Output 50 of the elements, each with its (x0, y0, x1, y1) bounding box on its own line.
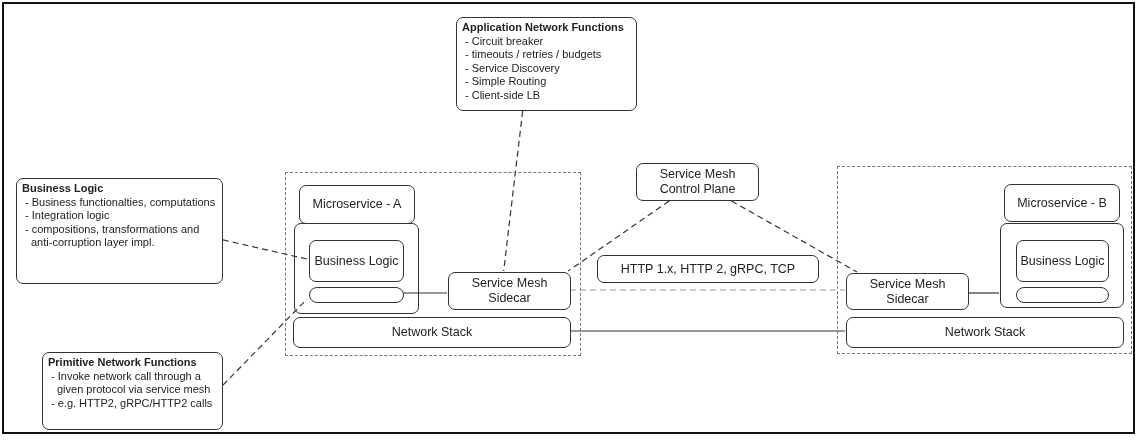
dashed-connector (569, 289, 846, 291)
dashed-connector (567, 200, 670, 272)
process-box (299, 185, 415, 224)
connector-line (401, 292, 448, 294)
callout-heading: Business Logic (22, 182, 105, 196)
process-box (293, 317, 571, 348)
bullet-item: - Invoke network call through a given protocol via service mesh (50, 369, 212, 397)
node-label: Service Mesh Control Plane (658, 167, 737, 197)
dashed-boundary-box (285, 172, 581, 356)
container-box (294, 223, 419, 314)
dashed-boundary-box (837, 166, 1132, 354)
bullet-item: - Client-side LB (464, 88, 542, 103)
callout-box (42, 352, 223, 430)
process-box (597, 255, 819, 283)
slot-box (309, 287, 404, 303)
process-box (1016, 240, 1109, 282)
node-label: Network Stack (391, 325, 473, 340)
connector-line (569, 330, 846, 332)
callout-heading: Primitive Network Functions (48, 356, 198, 370)
dashed-connector (222, 239, 308, 260)
process-box (846, 317, 1124, 348)
bullet-item: - Business functionalties, computations (24, 195, 217, 210)
bullet-item: - timeouts / retries / budgets (464, 48, 603, 62)
node-label: Service Mesh Sidecar (868, 276, 947, 307)
bullet-item: - Integration logic (24, 209, 111, 223)
bullet-item: - e.g. HTTP2, gRPC/HTTP2 calls (50, 396, 214, 411)
slot-box (1016, 287, 1109, 303)
callout-box (16, 178, 223, 284)
callout-box (456, 17, 637, 111)
bullet-item: - Circuit breaker (464, 34, 545, 49)
node-label: Business Logic (314, 253, 399, 269)
bullet-item: - compositions, transformations and anti-corruption layer impl. (24, 222, 201, 250)
process-box (309, 240, 404, 282)
node-label: Business Logic (1020, 253, 1105, 269)
node-label: HTTP 1.x, HTTP 2, gRPC, TCP (620, 261, 796, 277)
process-box (636, 163, 759, 201)
process-box (448, 272, 571, 310)
node-label: Service Mesh Sidecar (470, 276, 549, 306)
process-box (1004, 184, 1120, 222)
node-label: Microservice - B (1017, 195, 1107, 211)
dashed-connector (503, 110, 524, 272)
connector-line (967, 292, 1000, 294)
bullet-item: - Service Discovery (464, 61, 561, 76)
dashed-connector (730, 200, 858, 273)
callout-heading: Application Network Functions (462, 21, 625, 35)
process-box (846, 273, 969, 310)
container-box (1000, 223, 1124, 308)
bullet-item: - Simple Routing (464, 75, 548, 89)
node-label: Network Stack (944, 325, 1026, 340)
node-label: Microservice - A (312, 197, 402, 212)
